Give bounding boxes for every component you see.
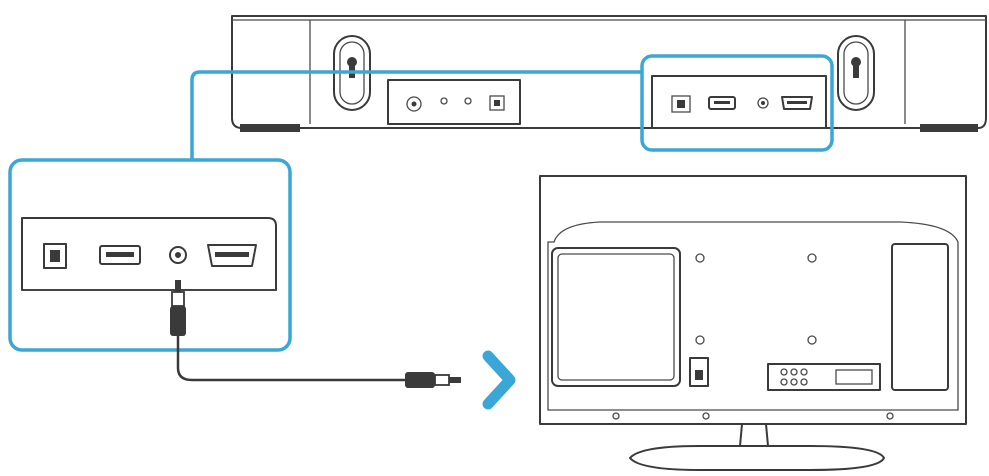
zoom-optical-port-icon [43, 243, 67, 269]
direction-chevron-icon [482, 350, 516, 410]
zoom-aux-jack-icon [169, 246, 187, 264]
zoom-box [8, 158, 292, 352]
zoom-hdmi-port-icon [207, 244, 257, 267]
soundbar-rear-panel [387, 79, 521, 125]
soundbar [231, 15, 987, 132]
tv-stand-neck [739, 423, 769, 447]
zoom-port-panel [21, 217, 277, 291]
soundbar-port-highlight [640, 54, 834, 152]
indicator-hole-icon [440, 97, 448, 105]
aux-cable [170, 280, 461, 388]
zoom-leader-line [190, 70, 642, 160]
zoom-usb-port-icon [99, 245, 141, 265]
small-optical-port-icon [489, 95, 505, 111]
vesa-hole-icon [695, 335, 705, 345]
usb-port-icon [708, 96, 736, 110]
vesa-hole-icon [807, 253, 817, 263]
soundbar-foot-left [240, 124, 300, 132]
tv-power-switch [689, 357, 709, 387]
hdmi-port-icon [781, 96, 813, 110]
indicator-hole-icon [464, 97, 472, 105]
optical-port-icon [671, 95, 691, 113]
aux-plug-top [170, 306, 186, 336]
vesa-hole-icon [807, 335, 817, 345]
soundbar-foot-right [920, 124, 978, 132]
tv-left-compartment [551, 247, 681, 387]
tv [539, 175, 967, 471]
aux-plug-end [405, 372, 435, 388]
tv-back-shell [539, 175, 967, 425]
tv-stand-base [629, 445, 885, 471]
tv-right-compartment [891, 243, 949, 391]
tv-audio-out [767, 363, 881, 391]
tv-back-panel [547, 221, 959, 411]
power-inlet-icon [406, 96, 422, 112]
keyhole-mount-right-icon [837, 35, 875, 111]
vesa-hole-icon [695, 253, 705, 263]
soundbar-port-panel [651, 75, 827, 129]
aux-jack-icon [757, 97, 769, 109]
